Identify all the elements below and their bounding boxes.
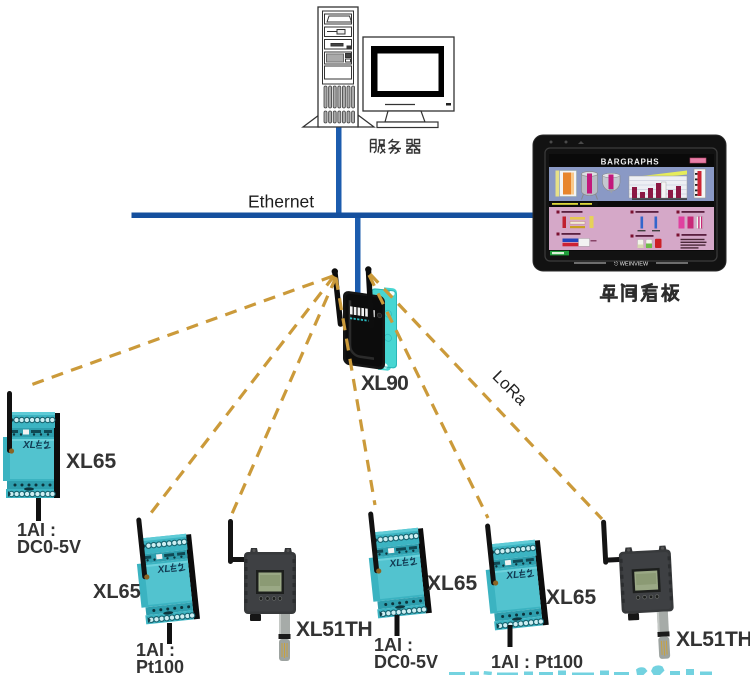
svg-text:XL90: XL90: [361, 372, 408, 395]
svg-text:⎋ WEINVIEW: ⎋ WEINVIEW: [614, 262, 649, 268]
svg-text:XL65: XL65: [66, 450, 117, 473]
svg-text:Ethernet: Ethernet: [248, 192, 314, 212]
svg-text:1AI :: 1AI :: [17, 520, 56, 540]
svg-text:1AI :: 1AI :: [136, 640, 175, 660]
svg-text:DC0-5V: DC0-5V: [374, 652, 438, 672]
svg-text:BARGRAPHS: BARGRAPHS: [601, 158, 660, 167]
svg-text:XL51TH: XL51TH: [296, 618, 372, 641]
svg-text:XL65: XL65: [93, 581, 141, 603]
svg-text:LoRa: LoRa: [489, 367, 532, 410]
svg-text:Pt100: Pt100: [136, 657, 184, 675]
svg-text:1AI :: 1AI :: [374, 635, 413, 655]
svg-text:DC0-5V: DC0-5V: [17, 537, 81, 557]
svg-text:1AI : Pt100: 1AI : Pt100: [491, 652, 583, 672]
svg-text:XL51TH: XL51TH: [676, 628, 750, 651]
svg-text:XL65: XL65: [546, 586, 597, 609]
svg-text:XL65: XL65: [427, 572, 478, 595]
